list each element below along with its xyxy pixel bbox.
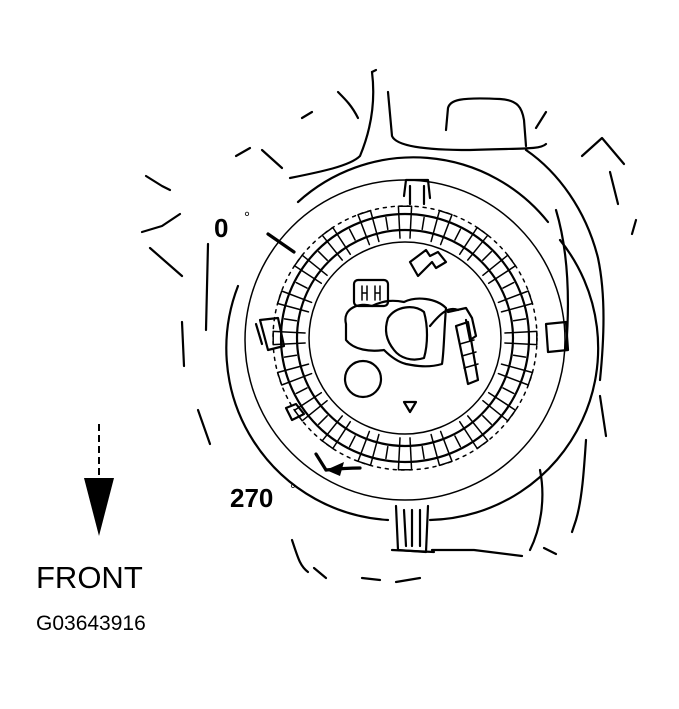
lock-ring-rib [348,228,356,241]
270-degree-label: 270 [230,483,274,513]
lock-ring-tab [482,391,517,422]
lock-ring-rib [421,216,425,231]
lock-ring-rib [482,250,493,261]
lock-ring-tab [430,209,453,246]
lock-ring-rib [454,435,462,448]
lock-ring-rib [421,445,425,460]
lock-ring-tab [430,430,453,467]
lock-ring-tab [293,254,328,285]
zero-degree-symbol: ° [244,209,250,226]
lock-ring-tab [276,290,313,313]
angle-marks [266,232,362,476]
lock-ring-rib [317,250,328,261]
lock-ring-tab [482,254,517,285]
lock-ring-tab [458,415,489,450]
lock-ring-tab [357,430,380,467]
lock-ring-rib [348,435,356,448]
sender-module-top [343,248,480,414]
lock-ring-rib [295,387,308,395]
lock-ring-rib [512,354,527,358]
lock-ring-tab [272,330,306,346]
lock-ring-rib [385,216,389,231]
lock-ring-rib [385,445,389,460]
270-degree-symbol: ° [290,481,296,498]
lock-ring-tabs [272,205,538,471]
lock-ring-rib [502,387,515,395]
top-connector [402,178,432,206]
lock-ring-rib [512,318,527,322]
bottom-connector [390,504,436,554]
zero-degree-label: 0 [214,213,229,243]
lock-ring-rib [283,318,298,322]
tank-contour-lines [140,68,638,584]
lock-ring-tab [321,226,352,261]
front-direction-label: FRONT [36,560,143,595]
lock-ring-tab [397,205,413,239]
lock-ring-rib [454,228,462,241]
lock-ring-rib [482,415,493,426]
lock-ring-rib [317,415,328,426]
lock-ring-tab [458,226,489,261]
lock-ring-tab [357,209,380,246]
lock-ring-rib [295,281,308,289]
down-arrow-icon [84,424,114,536]
lock-ring-tab [276,363,313,386]
lock-ring [272,205,538,471]
lock-ring-tab [497,363,534,386]
figure-code-label: G03643916 [36,612,146,635]
lock-ring-rib [283,354,298,358]
lock-ring-rib [502,281,515,289]
lock-ring-tab [504,330,538,346]
lock-ring-tab [321,415,352,450]
lock-ring-tab [397,437,413,471]
side-clips [254,316,570,422]
lock-ring-tab [497,290,534,313]
